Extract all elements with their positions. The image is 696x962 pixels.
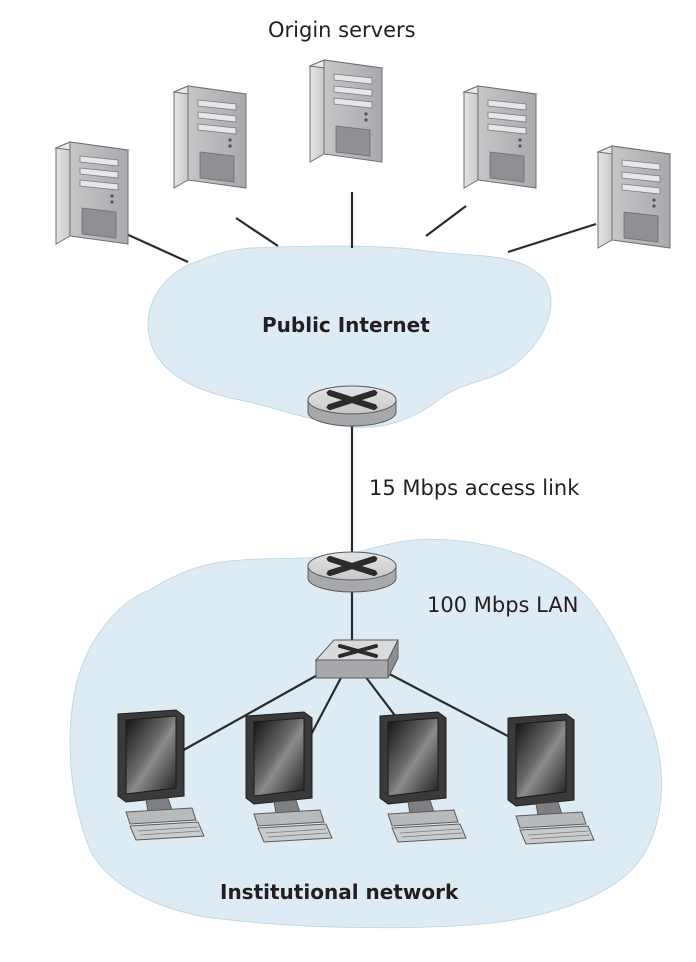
server-icon bbox=[463, 85, 537, 189]
server-link-2 bbox=[235, 217, 279, 247]
server-icon bbox=[55, 141, 129, 245]
router-icon bbox=[308, 552, 396, 592]
switch-icon bbox=[314, 639, 399, 679]
lan-link-1 bbox=[179, 667, 331, 753]
origin-servers-label: Origin servers bbox=[268, 18, 416, 42]
server-icon bbox=[597, 145, 671, 249]
server-link-4 bbox=[425, 205, 467, 237]
access-link-label: 15 Mbps access link bbox=[369, 476, 580, 500]
server-link-1 bbox=[121, 230, 189, 264]
router-icon bbox=[308, 386, 396, 426]
lan-label: 100 Mbps LAN bbox=[427, 593, 579, 617]
server-link-5 bbox=[507, 222, 597, 254]
public-internet-label: Public Internet bbox=[262, 313, 430, 337]
server-icon bbox=[309, 59, 383, 163]
institutional-network-label: Institutional network bbox=[220, 880, 459, 904]
server-icon bbox=[173, 85, 247, 189]
